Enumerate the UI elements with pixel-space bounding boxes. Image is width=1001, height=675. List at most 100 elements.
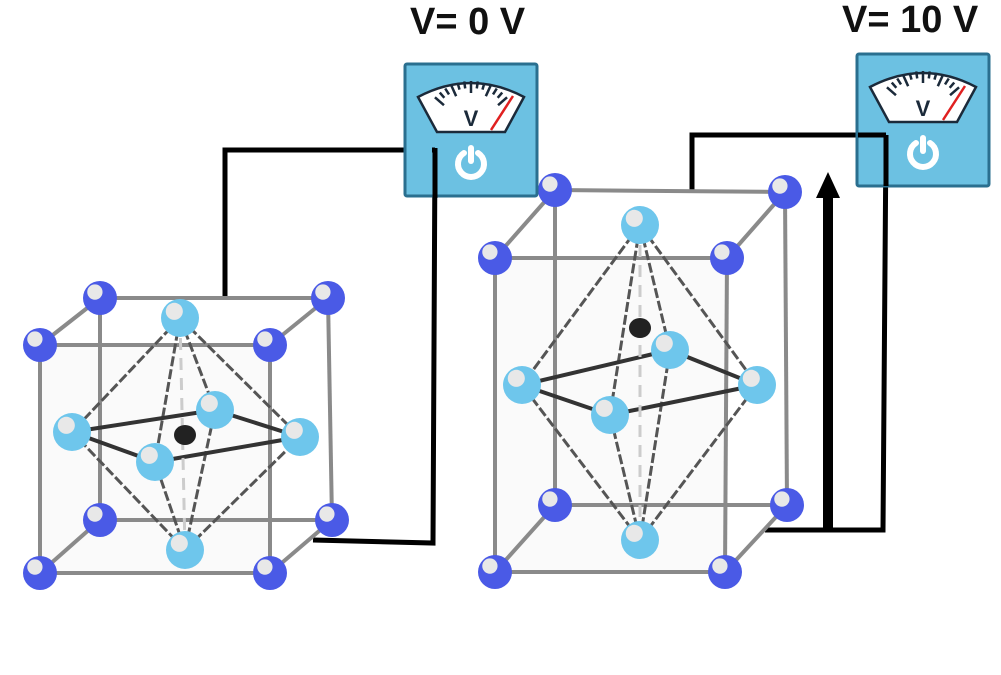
right-wire-top [689, 132, 885, 190]
corner-atom [253, 328, 287, 362]
face-atom [136, 443, 174, 481]
face-atom-body [166, 531, 204, 569]
face-atom [53, 413, 91, 451]
corner-atom-highlight [774, 491, 790, 507]
face-atom [166, 531, 204, 569]
corner-atom-highlight [87, 284, 103, 300]
face-atom-body [591, 396, 629, 434]
bond [183, 435, 302, 552]
dial-tick [444, 87, 451, 96]
dial-tick [927, 71, 932, 79]
right-voltmeter: V [855, 52, 991, 188]
corner-atom [708, 555, 742, 589]
corner-atom [768, 175, 802, 209]
dial-tick [886, 86, 897, 97]
face-atom-highlight [165, 302, 183, 320]
face-atom [161, 299, 199, 337]
right-voltage-label: V= 10 V [842, 0, 979, 41]
corner-atom-body [253, 556, 287, 590]
corner-atom [23, 328, 57, 362]
corner-atom-body [478, 241, 512, 275]
corner-atom-highlight [87, 506, 103, 522]
face-atom-body [738, 366, 776, 404]
face-atom-highlight [625, 524, 643, 542]
face-atom-body [503, 366, 541, 404]
unit-symbol: V [916, 96, 931, 121]
bond [153, 317, 182, 463]
corner-atom-body [23, 556, 57, 590]
face-atom [281, 418, 319, 456]
bond [638, 224, 672, 351]
dial-tick [896, 77, 903, 86]
corner-atom [253, 556, 287, 590]
corner-atom [315, 503, 349, 537]
dial-tick [484, 84, 492, 97]
face-atom-highlight [655, 334, 673, 352]
corner-atom [478, 555, 512, 589]
back-edge [554, 188, 786, 194]
face-atom-highlight [140, 446, 158, 464]
face-atom [621, 521, 659, 559]
face-atom-highlight [742, 369, 760, 387]
corner-atom [478, 241, 512, 275]
face-atom-body [136, 443, 174, 481]
power-arc [455, 150, 487, 180]
face-atom-highlight [57, 416, 75, 434]
dial-tick [497, 96, 508, 107]
corner-atom [83, 281, 117, 315]
bond [638, 384, 759, 541]
face-atom-body [621, 206, 659, 244]
up-arrow [816, 172, 840, 530]
corner-atom-body [708, 555, 742, 589]
face-atom-body [621, 521, 659, 559]
face-atom-body [196, 391, 234, 429]
dial-tick [462, 81, 467, 89]
face-atom-highlight [625, 209, 643, 227]
bond [154, 435, 301, 464]
face-atom-highlight [285, 421, 303, 439]
corner-atom-body [311, 281, 345, 315]
bond [71, 408, 216, 434]
corner-atom-body [538, 173, 572, 207]
right-crystal [478, 173, 804, 589]
bond [520, 224, 642, 386]
face-atom [621, 206, 659, 244]
dial-tick [475, 81, 480, 89]
dial-tick [949, 86, 960, 97]
bond [521, 348, 671, 387]
corner-atom-highlight [542, 491, 558, 507]
face-atom [651, 331, 689, 369]
face-atom-body [281, 418, 319, 456]
corner-atom-highlight [712, 558, 728, 574]
center-atom [174, 425, 196, 445]
corner-atom-body [23, 328, 57, 362]
corner-atom [710, 241, 744, 275]
left-wire-bottom [312, 147, 438, 546]
corner-atom [83, 503, 117, 537]
dial-tick [481, 82, 486, 90]
corner-atom-highlight [542, 176, 558, 192]
center-atom [629, 318, 651, 338]
corner-atom [311, 281, 345, 315]
corner-atom-body [315, 503, 349, 537]
face-atom-highlight [595, 399, 613, 417]
face-atom [591, 396, 629, 434]
bond [520, 384, 642, 541]
bond [609, 383, 758, 417]
face-atom [196, 391, 234, 429]
bond [608, 414, 642, 541]
dial-tick [491, 87, 498, 96]
meter-needle [489, 95, 515, 131]
dial-tick [902, 74, 910, 87]
face-atom [503, 366, 541, 404]
corner-atom-highlight [27, 559, 43, 575]
bond [183, 409, 217, 551]
left-crystal [23, 281, 349, 590]
dial-tick [936, 74, 944, 87]
face-atom [738, 366, 776, 404]
left-voltmeter: V [403, 62, 539, 198]
dial-tick [456, 82, 461, 90]
face-atom-body [161, 299, 199, 337]
back-edge [326, 297, 334, 521]
